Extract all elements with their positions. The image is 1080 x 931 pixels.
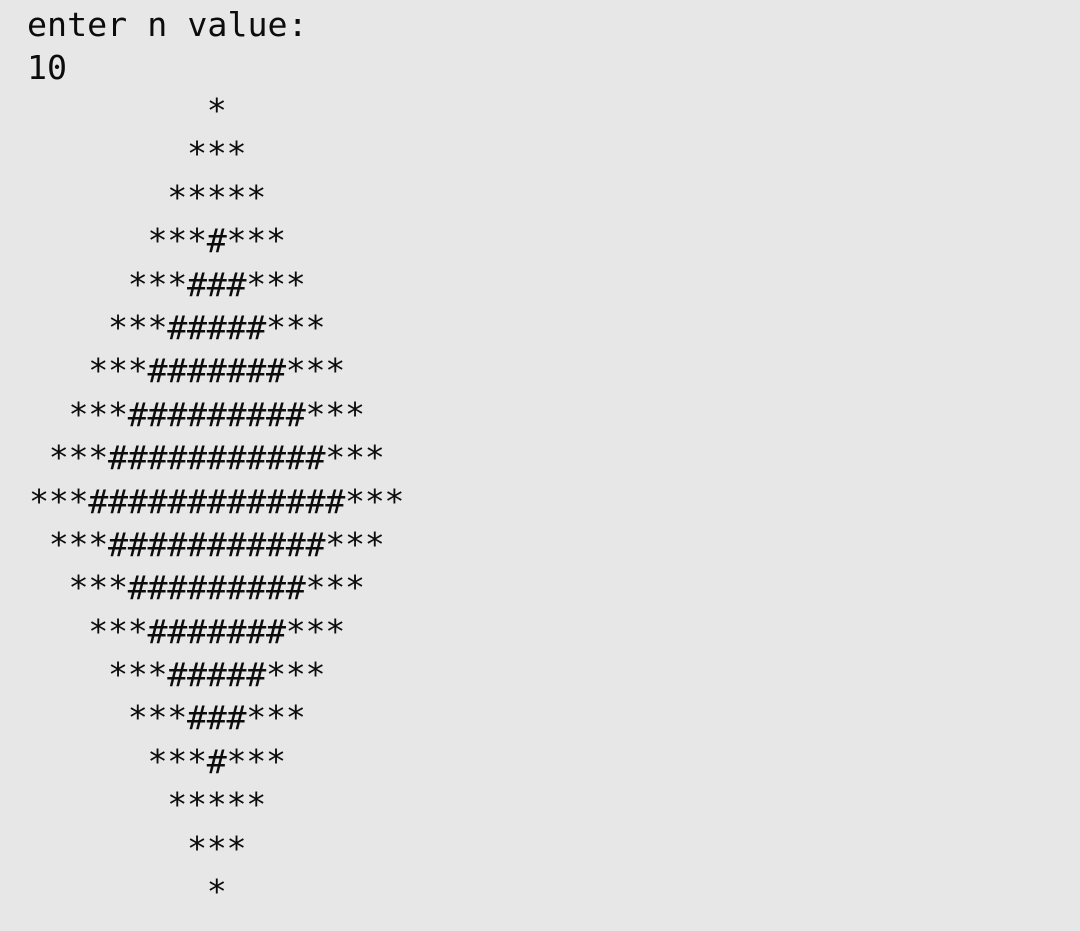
pattern-row: ***#*** bbox=[29, 221, 286, 261]
pattern-row: ***** bbox=[29, 177, 266, 217]
pattern-row: ***#########*** bbox=[29, 394, 365, 434]
pattern-row: ***#####*** bbox=[29, 655, 326, 695]
pattern-row: ***#*** bbox=[29, 741, 286, 781]
pattern-row: ***###*** bbox=[29, 264, 306, 304]
pattern-row: ***** bbox=[29, 785, 266, 825]
prompt-text: enter n value: bbox=[27, 5, 308, 44]
diamond-pattern: * *** ***** ***#*** ***###*** ***#####**… bbox=[29, 89, 1080, 913]
pattern-row: ***###*** bbox=[29, 698, 306, 738]
console-output: enter n value: 10 * *** ***** ***#*** **… bbox=[0, 3, 1080, 931]
pattern-row: ***#####*** bbox=[29, 307, 326, 347]
pattern-row: ***#############*** bbox=[29, 481, 405, 521]
pattern-row: *** bbox=[29, 134, 247, 174]
pattern-row: *** bbox=[29, 828, 247, 868]
pattern-row: * bbox=[29, 872, 227, 912]
user-input-value: 10 bbox=[27, 48, 68, 87]
pattern-row: ***#######*** bbox=[29, 611, 345, 651]
pattern-row: ***#########*** bbox=[29, 568, 365, 608]
pattern-row: ***###########*** bbox=[29, 524, 385, 564]
pattern-row: ***###########*** bbox=[29, 438, 385, 478]
pattern-row: ***#######*** bbox=[29, 351, 345, 391]
pattern-row: * bbox=[29, 91, 227, 130]
